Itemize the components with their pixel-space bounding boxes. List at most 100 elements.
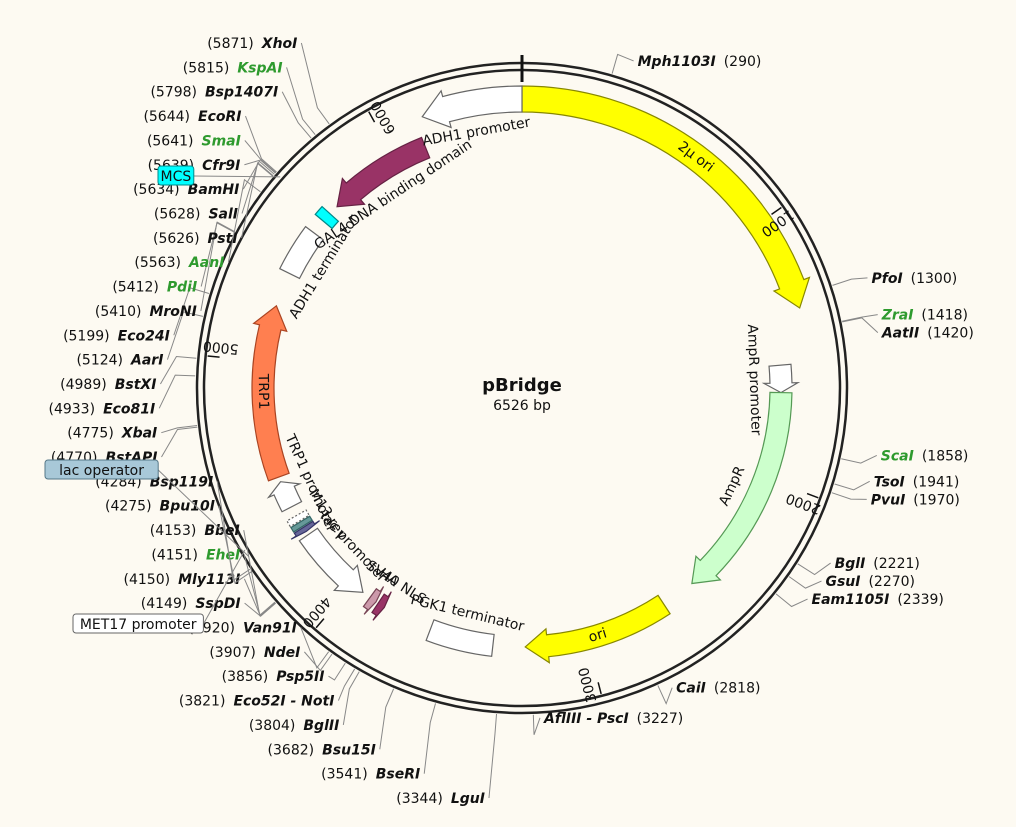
site-bseri: (3541)BseRI	[321, 767, 420, 783]
site-name: GsuI	[825, 574, 860, 590]
site-scai: ScaI(1858)	[881, 448, 969, 464]
site-pfoi: PfoI(1300)	[871, 271, 957, 287]
site-caii: CaiI (2818)	[676, 681, 760, 697]
site-position: (3907)	[209, 645, 256, 661]
box-label-met17-promoter: MET17 promoter	[80, 617, 197, 633]
tick-2000	[806, 492, 819, 499]
site-position: (5815)	[183, 60, 230, 76]
site-position: (3227)	[637, 711, 684, 727]
restriction-site-layer: Mph1103I(290)PfoI(1300)ZraI(1418)AatII(1…	[49, 36, 974, 807]
site-psti: (5626)PstI	[153, 231, 238, 247]
site-bgli: BglI(2221)	[835, 556, 920, 572]
site-name: PvuI	[871, 492, 906, 508]
plasmid-length: 6526 bp	[493, 398, 551, 414]
site-leader-aari	[166, 311, 204, 360]
feature-trp1-promoter	[266, 481, 303, 513]
site-position: (5644)	[143, 109, 190, 125]
box-label-mcs: MCS	[161, 169, 192, 185]
box-label-lac-operator: lac operator	[59, 463, 144, 479]
tick-3000	[597, 682, 602, 695]
site-name: Eco24I	[118, 328, 170, 344]
site-zrai: ZraI(1418)	[881, 308, 968, 324]
site-leader-ehei	[243, 554, 276, 617]
site-leader-xbai	[161, 425, 198, 434]
site-mroni: (5410) MroNI	[95, 304, 197, 320]
site-position: (5641)	[147, 133, 194, 149]
site-name: Bsu15I	[322, 742, 376, 758]
site-bamhi: (5634)BamHI	[133, 182, 239, 198]
site-gsui: GsuI(2270)	[825, 574, 915, 590]
site-leader-ndei	[303, 651, 333, 672]
site-leader-bsp1407i	[281, 91, 312, 139]
center-label: pBridge 6526 bp	[482, 375, 562, 414]
site-eco81i: (4933) Eco81I	[49, 401, 156, 417]
site-name: Mly113I	[178, 572, 240, 588]
tick-label-4000: 4000	[299, 593, 334, 630]
site-position: (4149)	[141, 596, 188, 612]
site-name: AflIII - PscI	[543, 711, 629, 727]
site-leader-gsui	[788, 576, 822, 589]
site-leader-cfr9i	[244, 159, 276, 174]
site-name: LguI	[451, 791, 485, 807]
site-sali: (5628) SalI	[154, 206, 238, 222]
feature-label-ampr-promoter: AmpR promoter	[744, 324, 764, 436]
site-name: PfoI	[871, 271, 902, 287]
site-leader-aatii	[842, 317, 879, 333]
site-position: (4933)	[49, 401, 96, 417]
box-leader-lac-operator	[157, 469, 250, 557]
site-name: Eco52I - NotI	[233, 694, 334, 710]
site-position: (5410)	[95, 304, 142, 320]
feature-adh1-terminator	[279, 225, 325, 280]
site-position: (5563)	[134, 255, 181, 271]
site-name: KspAI	[237, 60, 282, 76]
site-position: (5199)	[63, 328, 110, 344]
site-name: AatII	[881, 326, 919, 342]
site-pdii: (5412)PdiI	[112, 280, 197, 296]
site-bsp1407i: (5798)Bsp1407I	[150, 85, 278, 101]
site-leader-caii	[657, 685, 673, 705]
tick-5000	[207, 355, 220, 358]
site-leader-bamhi	[242, 160, 275, 190]
site-leader-bsp119i	[216, 481, 251, 582]
site-mph1103i: Mph1103I(290)	[638, 54, 762, 70]
site-ecori: (5644)EcoRI	[143, 109, 241, 125]
site-leader-bstapi	[161, 426, 198, 458]
site-ehei: (4151)EheI	[151, 547, 240, 563]
feature-two-micron-ori	[521, 85, 811, 309]
site-afliii-psci: AflIII - PscI (3227)	[543, 711, 683, 727]
site-leader-bgli	[797, 562, 831, 576]
site-leader-afliii-psci	[532, 714, 541, 735]
feature-mcs-feat	[314, 205, 340, 230]
site-position: (5628)	[154, 206, 201, 222]
site-leader-pvui	[831, 492, 867, 500]
site-name: BseRI	[376, 767, 421, 783]
feature-lac-promoter	[298, 527, 364, 594]
feature-ampr-promoter	[761, 363, 801, 394]
site-ndei: (3907)NdeI	[209, 645, 300, 661]
tick-4000	[315, 618, 325, 629]
site-name: BglI	[835, 556, 866, 572]
site-name: SalI	[208, 206, 238, 222]
site-position: (3821)	[179, 694, 226, 710]
site-position: (5871)	[207, 36, 254, 52]
site-leader-scai	[841, 455, 877, 464]
site-aatii: AatII(1420)	[881, 326, 974, 342]
site-leader-eco81i	[158, 374, 196, 409]
site-name: MroNI	[149, 304, 196, 320]
site-name: Bsp119I	[150, 474, 213, 490]
site-name: CaiI	[676, 681, 706, 697]
site-xhoi: (5871)XhoI	[207, 36, 297, 52]
site-position: (1858)	[922, 448, 969, 464]
site-mly113i: (4150)Mly113I	[124, 572, 241, 588]
feature-ha-tag	[362, 586, 385, 615]
tick-label-5000: 5000	[202, 337, 239, 357]
site-position: (5798)	[150, 85, 197, 101]
site-leader-aani	[227, 178, 261, 263]
site-name: Mph1103I	[638, 54, 716, 70]
site-aani: (5563)AanI	[134, 255, 224, 271]
site-leader-sali	[241, 161, 274, 214]
site-name: TsoI	[874, 474, 905, 490]
site-position: (2818)	[714, 681, 761, 697]
site-leader-eco52i-noti	[337, 668, 356, 701]
site-name: Eco81I	[103, 401, 155, 417]
